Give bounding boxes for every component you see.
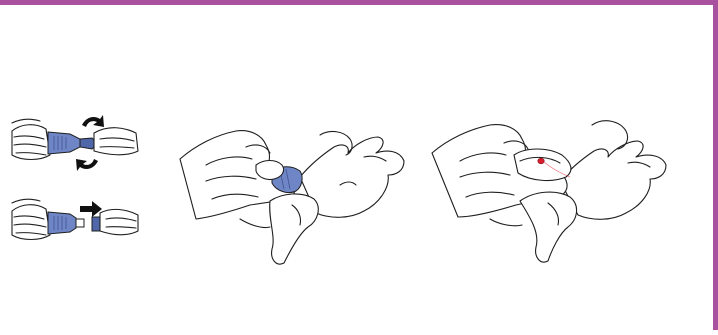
- twist-cap-icon: [12, 115, 138, 171]
- press-lancet-on-finger-icon: [180, 131, 404, 264]
- pull-cap-icon: [12, 199, 138, 239]
- lancet-body: [48, 132, 80, 154]
- blood-drop-on-finger-icon: [432, 121, 666, 262]
- lancet-instructions-illustration: [0, 5, 718, 335]
- blood-drop: [538, 158, 544, 164]
